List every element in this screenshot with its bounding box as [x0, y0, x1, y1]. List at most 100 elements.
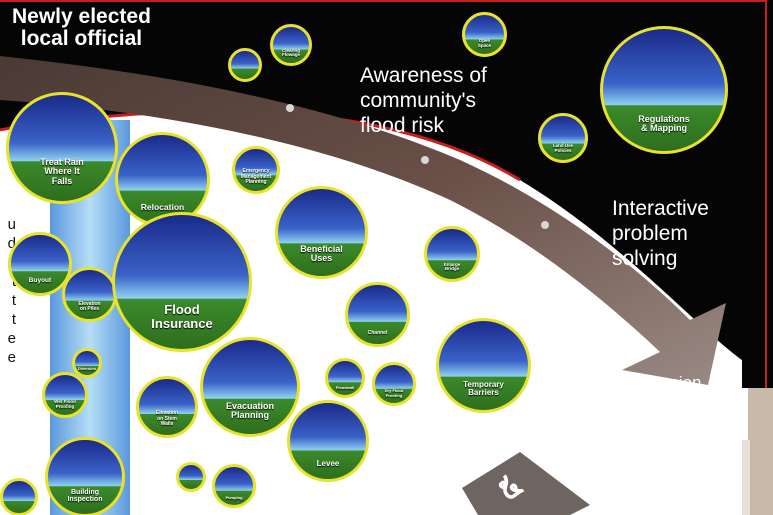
bubble-label-line: Wet Flood — [54, 398, 76, 404]
bubble-decorative — [176, 462, 206, 492]
bubble-label: Pumping — [217, 494, 252, 500]
bubble-label: Relocation — [122, 202, 204, 212]
text-fragment: u — [7, 216, 16, 233]
right-strip — [748, 388, 773, 515]
bubble-label: Channel — [350, 329, 404, 336]
stage-label-champion: Champion — [624, 373, 702, 392]
bubble-label-line: Pumping — [225, 494, 243, 500]
bubble-channel: Channel — [345, 282, 410, 347]
bubble-label-line: on Stem — [157, 415, 177, 422]
bubble-buyout: Buyout — [8, 232, 72, 296]
bubble-label-line: Insurance — [151, 315, 213, 331]
text-fragment: t — [11, 292, 16, 309]
label-line: local official — [20, 27, 143, 50]
bubble-label-line: Flowage — [281, 52, 300, 58]
bubble-label-line: Inspection — [67, 496, 103, 504]
bubble-label-line: Open — [478, 38, 491, 44]
bubble-label-line: Land Use — [552, 143, 574, 149]
bubble-label-line: Clearing — [281, 47, 300, 53]
bubble-label-line: Walls — [160, 420, 174, 427]
bubble-decorative — [228, 48, 262, 82]
bubble-label-line: Planning — [231, 410, 269, 421]
bubble-label-line: on Piles — [79, 305, 100, 312]
bubble-label-line: Emergency — [242, 168, 270, 175]
stage-label-newly-elected: Newly elected local official — [12, 6, 151, 50]
bubble-label-line: Channel — [367, 329, 388, 336]
bubble-label-line: Floodwall — [335, 385, 355, 391]
label-line: solving — [612, 247, 678, 270]
bubble-label-line: Beneficial — [300, 243, 343, 254]
label-line: Newly elected — [12, 5, 151, 28]
bubble-label-line: Falls — [51, 175, 73, 186]
bubble-label-line: Dry Flood — [384, 388, 404, 394]
text-fragment: e — [7, 330, 16, 347]
bubble-regulations-mapping: Regulations& Mapping — [600, 26, 728, 154]
bubble-label-line: Enlarge — [443, 261, 461, 267]
label-line: Interactive — [612, 197, 709, 220]
stage-label-awareness: Awareness of community's flood risk — [360, 63, 487, 138]
bubble-label-line: Treat Rain — [40, 156, 84, 167]
bubble-floodwall: Floodwall — [325, 358, 365, 398]
label-line: community's — [360, 89, 477, 112]
bubble-label-line: Management — [240, 173, 272, 180]
bubble-label-line: Proofing — [385, 392, 403, 398]
bubble-label-line: Diversion — [77, 366, 97, 372]
bubble-diversion: Diversion — [72, 348, 102, 378]
bubble-decorative — [0, 478, 38, 515]
bubble-label-line: Policies — [554, 148, 572, 154]
label-line: Awareness of — [360, 64, 487, 87]
curved-arrow — [0, 56, 726, 385]
bubble-label: Levee — [293, 458, 363, 468]
bubble-label-line: Elevation — [155, 410, 179, 417]
bubble-label: Regulations& Mapping — [608, 114, 720, 134]
bubble-label: Floodwall — [329, 385, 360, 391]
bubble-label-line: Barriers — [468, 388, 499, 398]
label-line: problem — [612, 222, 688, 245]
bottom-sign — [462, 452, 590, 515]
bubble-label-line: Building — [71, 488, 99, 496]
text-fragment: t — [11, 311, 16, 328]
bubble-label-line: Levee — [316, 458, 340, 468]
bubble-label: Buyout — [13, 277, 66, 285]
cropped-paragraph: u d g t t t e e — [0, 215, 16, 367]
bubble-relocation: Relocation — [115, 132, 210, 227]
text-fragment: d — [7, 235, 16, 252]
bubble-label-line: Bridge — [444, 266, 460, 272]
bubble-label-line: Flood — [164, 301, 200, 317]
stage-label-interactive: Interactive problem solving — [612, 196, 709, 271]
bubble-label-line: Buyout — [28, 277, 52, 285]
bubble-label-line: Space — [477, 42, 492, 48]
bubble-label-line: Planning — [245, 178, 267, 185]
bubble-label-line: Evacuation — [225, 400, 274, 411]
bubble-label-line: Uses — [310, 253, 333, 264]
